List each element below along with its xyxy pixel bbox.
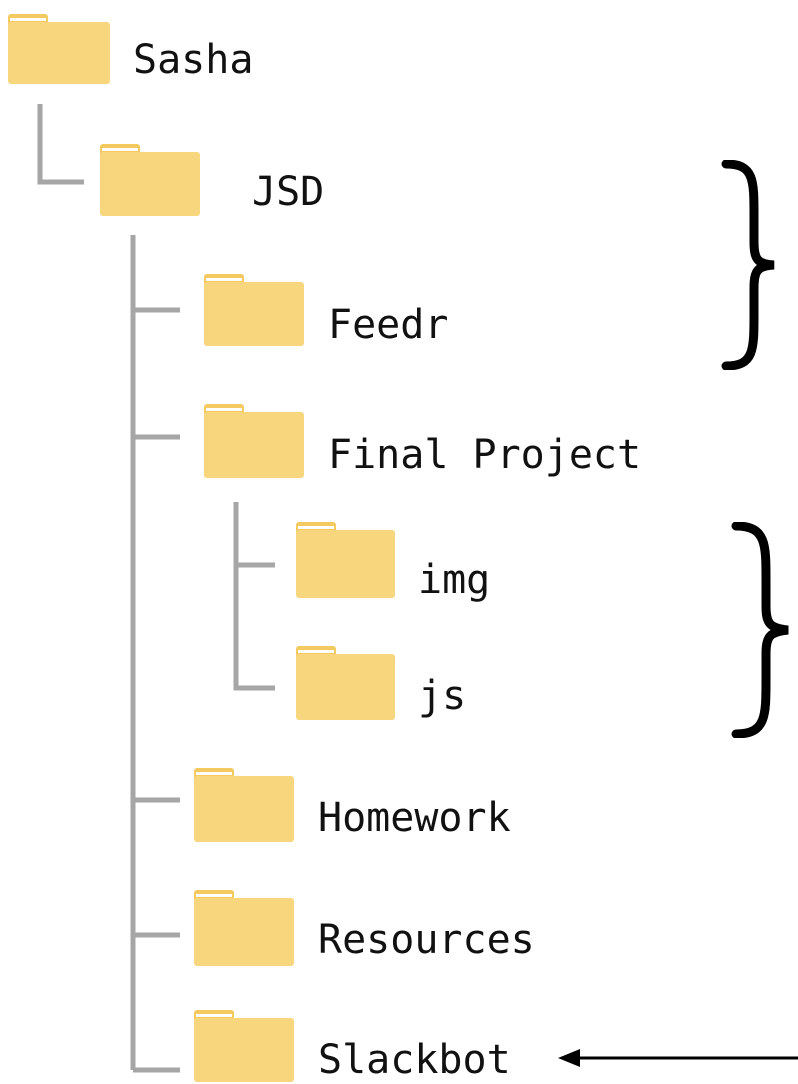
folder-icon-slackbot[interactable] [194,1004,294,1082]
folder-label-jsd[interactable]: JSD [252,169,325,215]
folder-icon-sasha[interactable] [8,8,110,84]
folder-icon [100,144,200,216]
folder-icon [194,1010,294,1082]
folder-label-homework[interactable]: Homework [318,795,511,841]
folder-icon [8,14,110,84]
folder-icon [296,522,395,598]
folder-icon [194,768,294,842]
folder-icon [296,646,395,720]
folder-icon [204,404,304,478]
connector-sasha-jsd [37,104,84,185]
folder-label-feedr[interactable]: Feedr [328,302,449,348]
folder-icon-js[interactable] [296,640,395,720]
folder-label-js[interactable]: js [418,673,467,719]
brace-upper [721,160,775,370]
folder-label-img[interactable]: img [418,557,491,603]
folder-label-slackbot[interactable]: Slackbot [318,1037,511,1083]
folder-icon-homework[interactable] [194,762,294,842]
folder-label-final-project[interactable]: Final Project [328,432,642,478]
folder-label-sasha[interactable]: Sasha [133,37,254,83]
folder-icon-resources[interactable] [194,884,294,966]
folder-icon-jsd[interactable] [100,138,200,216]
folder-icon [194,890,294,966]
folder-icon-final-project[interactable] [204,398,304,478]
connector-final-project-trunk [233,502,275,691]
arrow-left-icon [558,1049,798,1067]
brace-lower [731,522,789,738]
folder-label-resources[interactable]: Resources [318,917,535,963]
folder-icon-feedr[interactable] [204,268,304,346]
folder-icon [204,274,304,346]
folder-icon-img[interactable] [296,516,395,598]
